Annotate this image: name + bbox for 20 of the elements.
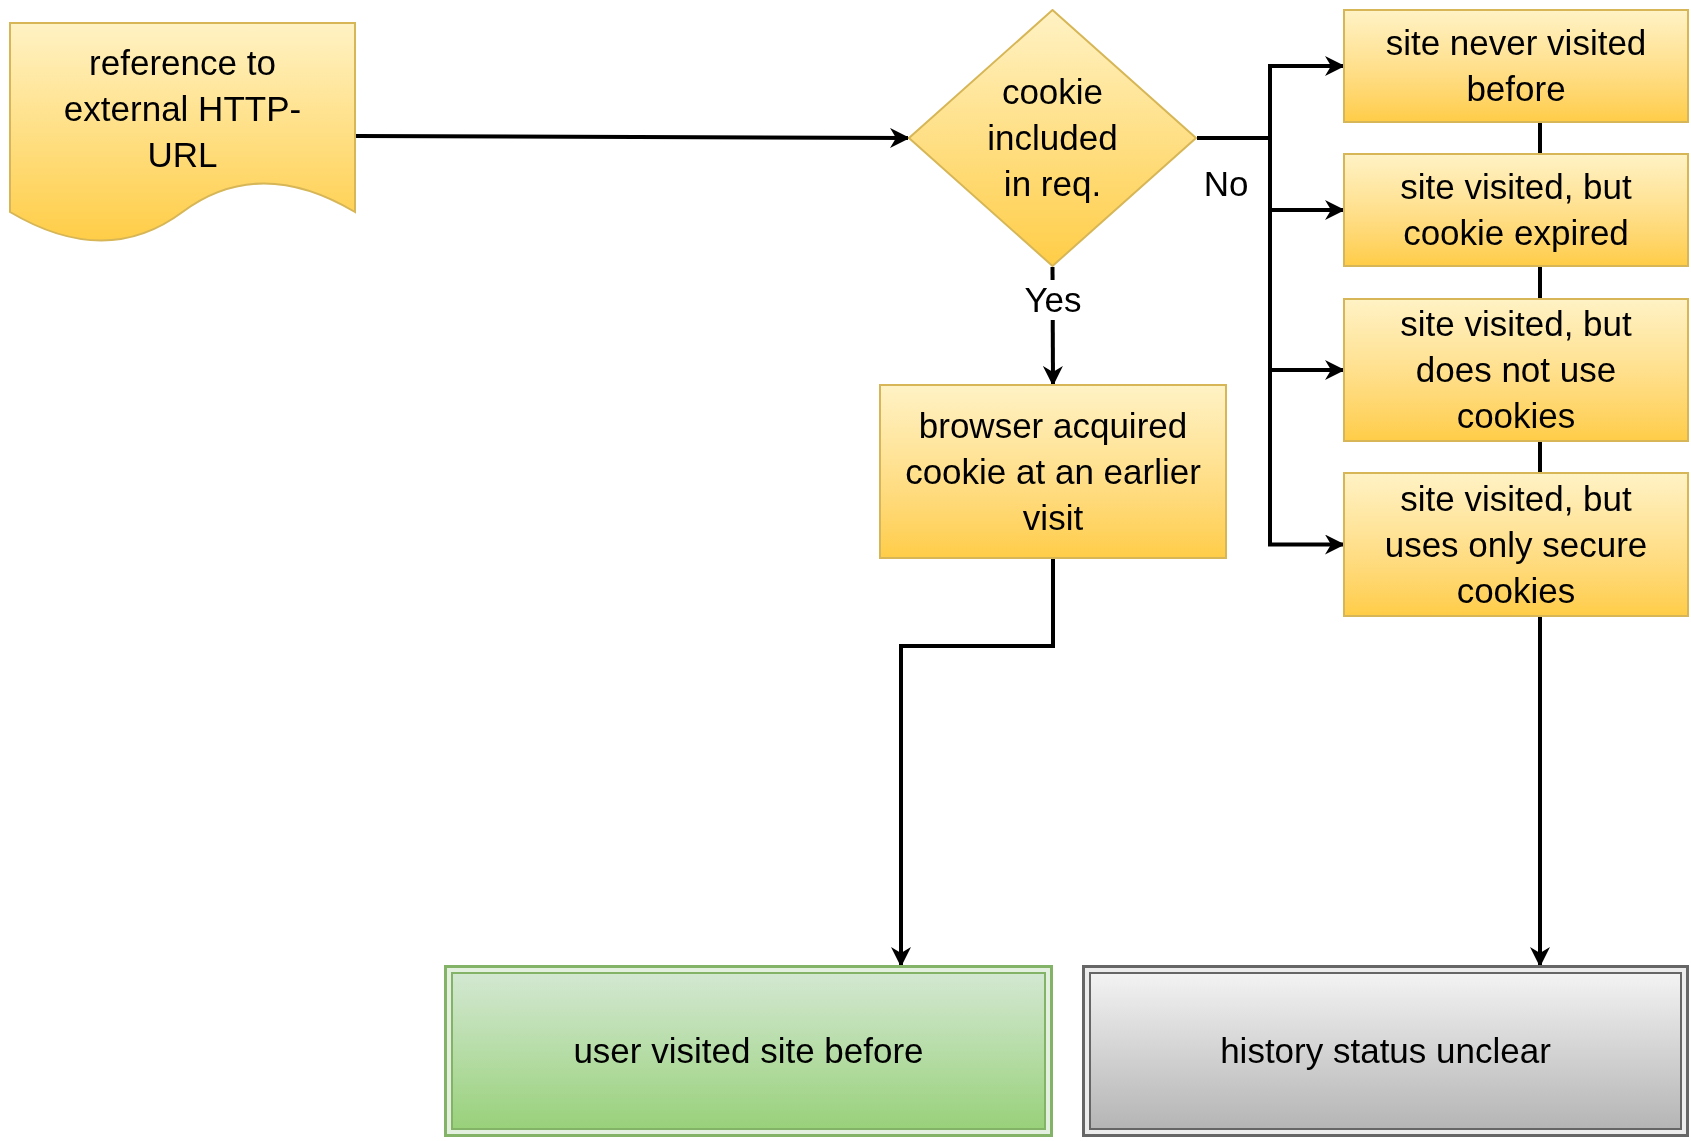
result-box [444, 965, 1053, 1137]
arrow [1197, 136, 1345, 555]
process-box [1343, 298, 1689, 442]
node-label: reference to external HTTP-URL [62, 42, 303, 176]
process-box [1343, 472, 1689, 617]
process-box [879, 384, 1227, 559]
node-label: history status unclear [1220, 1030, 1551, 1072]
arrow [356, 127, 910, 148]
node-label: site visited, but cookie expired [1399, 166, 1633, 254]
result-box [1082, 965, 1689, 1137]
node-label: user visited site before [573, 1030, 924, 1072]
process-box [1343, 153, 1689, 267]
process-box [1343, 9, 1689, 123]
node-label: site never visited before [1384, 22, 1648, 110]
node-label: site visited, but does not use cookies [1399, 303, 1633, 437]
arrow [1530, 617, 1550, 967]
arrow [891, 559, 1055, 967]
node-label: cookie included in req. [986, 71, 1119, 205]
node-label: site visited, but uses only secure cookies [1383, 477, 1649, 612]
node-label: browser acquired cookie at an earlier visit [904, 404, 1202, 539]
